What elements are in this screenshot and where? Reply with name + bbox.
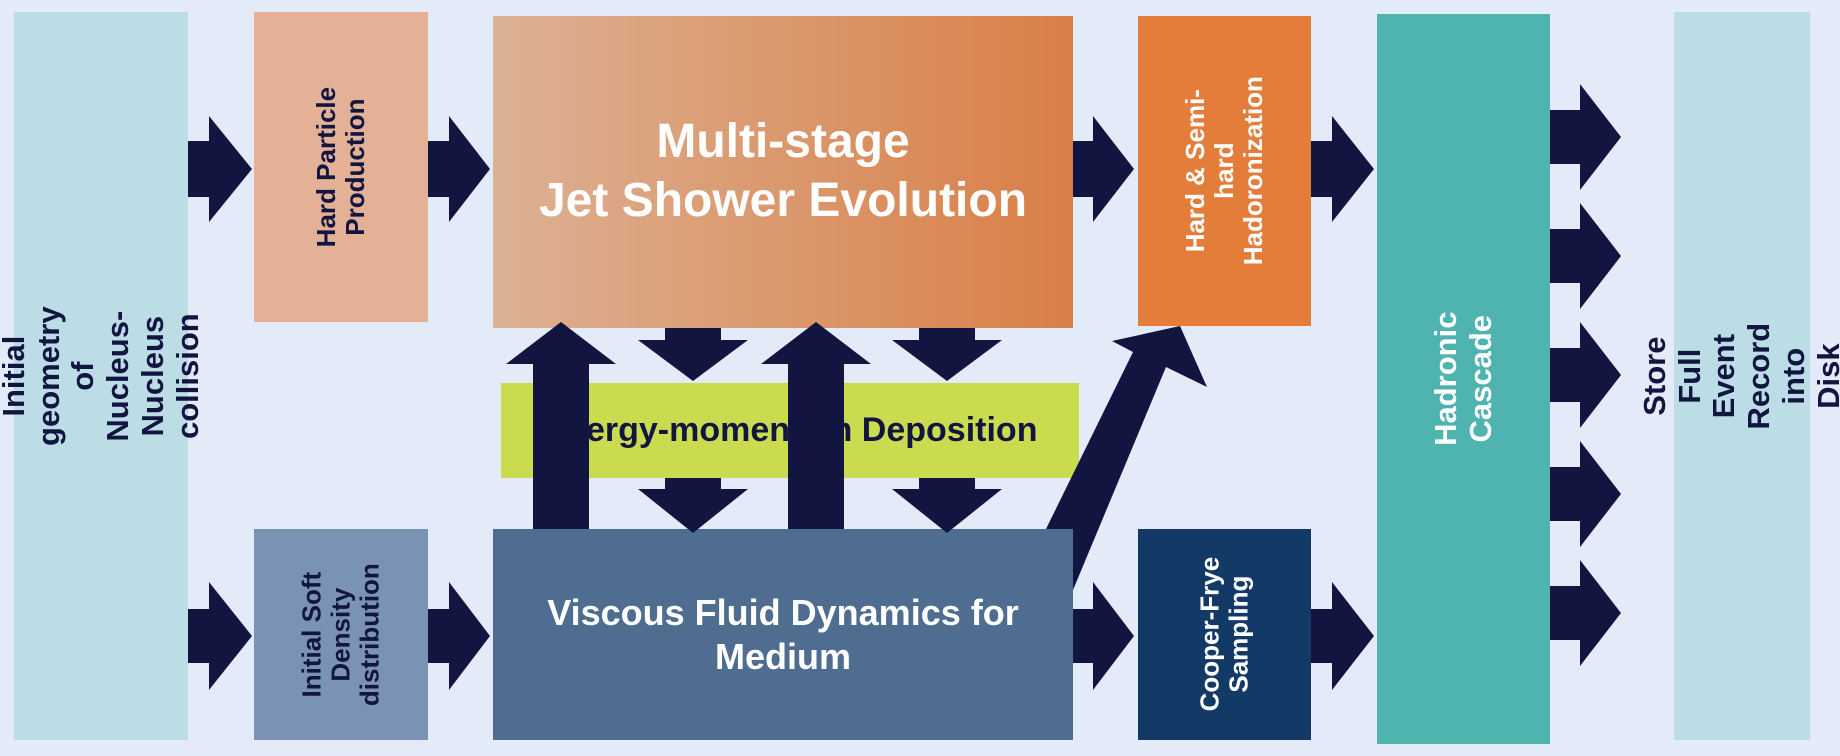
arrow-down-right-lower-head — [892, 489, 1002, 533]
arrow-right-soft-to-fluid — [428, 582, 490, 690]
initial-soft-density-box: Initial Soft Density distribution — [254, 529, 428, 740]
arrow-up-left-head — [506, 322, 616, 364]
arrow-right-cascade-output-3 — [1550, 322, 1621, 428]
hard-hadronization-box: Hard & Semi-hard Hadoronization — [1138, 16, 1311, 326]
hadronic-cascade-box: Hadronic Cascade — [1377, 14, 1550, 744]
store-event-record-box: Store Full Event Record into Disk — [1637, 12, 1840, 740]
arrow-down-right-upper-head — [892, 340, 1002, 381]
arrow-up-right-shaft — [788, 362, 844, 529]
arrow-right-geometry-to-soft — [188, 582, 252, 690]
arrow-right-cooper-to-cascade — [1311, 582, 1374, 690]
viscous-fluid-dynamics-label: Viscous Fluid Dynamics for Medium — [547, 591, 1019, 677]
jet-shower-evolution-label: Multi-stage Jet Shower Evolution — [538, 115, 1028, 227]
arrow-right-cascade-output-2 — [1550, 203, 1621, 309]
arrow-right-jet-to-hadronization — [1073, 116, 1134, 222]
jet-shower-evolution-box: Multi-stage Jet Shower Evolution — [493, 16, 1073, 328]
arrow-down-left-upper-shaft — [665, 328, 721, 340]
viscous-fluid-dynamics-box: Viscous Fluid Dynamics for Medium — [493, 529, 1073, 740]
arrow-down-right-upper-shaft — [919, 328, 975, 340]
arrow-right-hadronization-to-cascade — [1311, 116, 1374, 222]
arrow-right-cascade-output-1 — [1550, 84, 1621, 190]
arrow-right-hard-to-jet — [428, 116, 490, 222]
arrow-right-fluid-to-cooper — [1073, 582, 1134, 690]
arrow-up-right-head — [761, 322, 871, 364]
arrow-right-geometry-to-hard — [188, 116, 252, 222]
arrow-down-left-lower-shaft — [665, 478, 721, 489]
energy-momentum-deposition-box: Energy-momentum Deposition — [501, 383, 1079, 478]
arrow-down-right-lower-shaft — [919, 478, 975, 489]
arrow-down-left-lower-head — [638, 489, 748, 533]
energy-momentum-deposition-label: Energy-momentum Deposition — [542, 410, 1038, 449]
arrow-down-left-upper-head — [638, 340, 748, 381]
arrow-right-cascade-output-4 — [1550, 441, 1621, 547]
initial-geometry-box: Initial geometry of Nucleus-Nucleus coll… — [0, 12, 204, 740]
hard-particle-production-box: Hard Particle Production — [254, 12, 428, 322]
arrow-right-cascade-output-5 — [1550, 560, 1621, 666]
arrow-diagonal-fluid-to-hadronization — [1046, 326, 1207, 590]
arrow-up-left-shaft — [533, 362, 589, 529]
cooper-frye-sampling-box: Cooper-Frye Sampling — [1138, 529, 1311, 740]
